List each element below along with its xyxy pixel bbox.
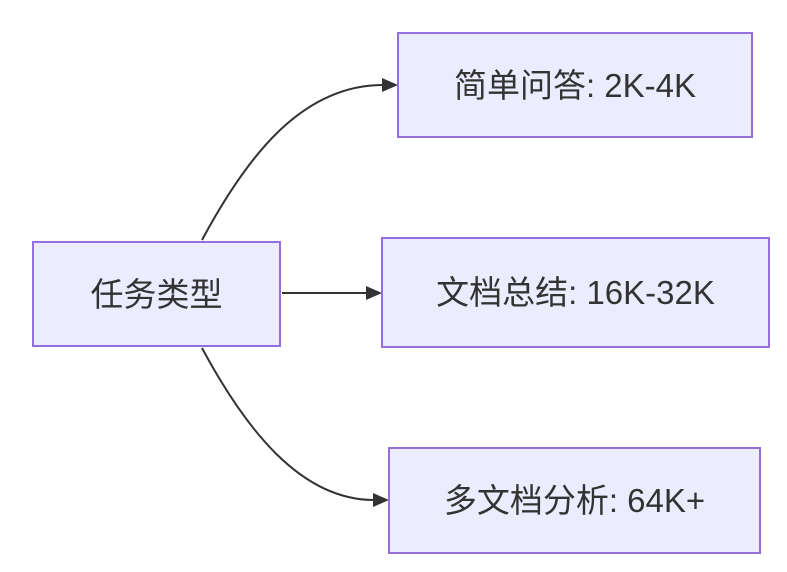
node-multi-doc: 多文档分析: 64K+ <box>388 447 761 554</box>
edge-task-type-to-multi-doc <box>201 347 375 501</box>
node-simple-qa: 简单问答: 2K-4K <box>397 32 753 138</box>
node-doc-summary-label: 文档总结: 16K-32K <box>436 274 715 311</box>
node-task-type: 任务类型 <box>32 241 281 347</box>
arrowhead-multi-doc-icon <box>373 493 389 507</box>
arrowhead-doc-summary-icon <box>366 286 382 300</box>
node-doc-summary: 文档总结: 16K-32K <box>381 237 770 348</box>
node-task-type-label: 任务类型 <box>90 275 223 313</box>
arrowhead-simple-qa-icon <box>382 78 398 92</box>
node-simple-qa-label: 简单问答: 2K-4K <box>453 66 697 104</box>
edge-task-type-to-simple-qa <box>201 84 384 241</box>
node-multi-doc-label: 多文档分析: 64K+ <box>443 482 706 519</box>
